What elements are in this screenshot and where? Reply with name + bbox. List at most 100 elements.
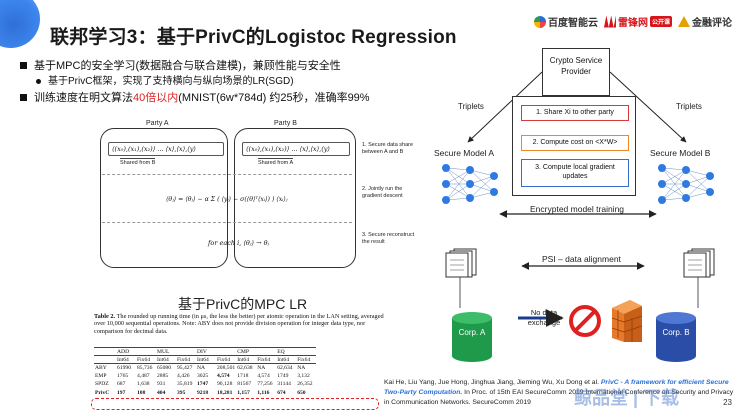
table-cell: 35,819: [177, 381, 193, 388]
citation-link[interactable]: PrivC - A framework for efficient Secure…: [384, 379, 729, 396]
citation-rest: In Proc. of 15th EAI SecureComm 2019 Int…: [384, 389, 734, 406]
table-cell: 404: [157, 389, 166, 396]
no-data-exchange-label: No data exchange: [527, 308, 561, 327]
table-cell: 3025: [197, 373, 209, 380]
table-header-cell: [94, 355, 116, 365]
bullet-1: 基于MPC的安全学习(数据融合与联合建模)，兼顾性能与安全性: [18, 58, 438, 74]
decorative-blob: [0, 0, 40, 48]
bullet-2: 训练速度在明文算法40倍以内(MNIST(6w*784d) 约25秒，准确率99…: [18, 90, 438, 106]
table-cell: 1,116: [257, 389, 270, 396]
table-cell: 1,157: [237, 389, 250, 396]
table-cell: 197: [117, 389, 126, 396]
secure-model-a-label: Secure Model A: [434, 148, 495, 158]
table-cell: 650: [297, 389, 306, 396]
bullet-2-highlight: 40倍以内: [133, 92, 179, 104]
table-cell: 9218: [197, 389, 209, 396]
table-cell: 62,634: [277, 365, 293, 372]
table-subheader: Fix64: [216, 355, 237, 365]
dashed-separator-1: [102, 174, 352, 175]
table-cell: 1765: [117, 373, 129, 380]
party-a-label: Party A: [146, 120, 169, 127]
table-row-name: ABY: [95, 365, 107, 372]
leifeng-logo-text: 雷锋网: [617, 18, 648, 29]
slide-title: 联邦学习3：基于PrivC的Logistoc Regression: [50, 27, 457, 48]
table-subheader: Fix64: [296, 355, 317, 365]
table-group-header-row: ADD MUL DIV CMP EQ: [94, 346, 317, 357]
architecture-connectors: [459, 71, 699, 327]
baidu-logo-text: 百度智能云: [547, 18, 598, 29]
share-equation-a: ⟨(x₀),(x₁),(x₂)⟩ ... ⟨x⟩,⟨x⟩,⟨y⟩: [112, 145, 196, 153]
table-cell: 674: [277, 389, 286, 396]
table-subheader: Int64: [196, 355, 216, 365]
neural-net-b-icon: [658, 164, 714, 204]
step-gradient-box: 3. Compute local gradient updates: [521, 159, 629, 187]
corp-b-label: Corp. B: [662, 328, 690, 337]
table-cell: 1747: [197, 381, 209, 388]
party-a-box: [100, 128, 228, 268]
bullet-list: 基于MPC的安全学习(数据融合与联合建模)，兼顾性能与安全性 基于PrivC框架…: [18, 58, 438, 106]
neural-net-a-icon: [442, 164, 498, 204]
step-cost-box: 2. Compute cost on <X*W>: [521, 135, 629, 151]
triplets-left-label: Triplets: [458, 102, 484, 111]
architecture-diagram: Crypto Service Provider 1. Share Xi to o…: [430, 42, 740, 372]
prohibited-icon: [569, 305, 601, 337]
step-2-text: 2. Jointly run the gradient descent: [362, 186, 403, 199]
citation: Kai He, Liu Yang, Jue Hong, Jinghua Jian…: [384, 378, 734, 408]
sub-bullet-1: 基于PrivC框架，实现了支持横向与纵向场景的LR(SGD): [18, 74, 438, 90]
table-group-header: MUL: [156, 346, 196, 357]
corp-a-database-icon: Corp. A: [452, 312, 492, 362]
jinrong-logo: 金融评论: [678, 14, 732, 29]
jinrong-logo-icon: [678, 16, 690, 27]
table-cell: 4,574: [217, 373, 230, 380]
dashed-separator-2: [102, 222, 352, 223]
arrow-csp-to-model-a: [467, 71, 543, 143]
triplets-right-label: Triplets: [676, 102, 702, 111]
table-cell: 65080: [157, 365, 171, 372]
page-number: 23: [723, 398, 732, 407]
arrow-csp-to-model-b: [609, 71, 687, 143]
table-cell: 2885: [157, 373, 169, 380]
table-cell: 90,128: [217, 381, 233, 388]
party-b-box: [234, 128, 356, 268]
step-share-box: 1. Share Xi to other party: [521, 105, 629, 121]
table-row: ABY 61990 85,736 65080 95,427 NA 208,501…: [94, 364, 316, 372]
table-group-header: DIV: [196, 346, 237, 357]
table-cell: 95,427: [177, 365, 193, 372]
table-cell: 77,256: [257, 381, 273, 388]
table-subheader: Fix64: [176, 355, 196, 365]
table-cell: 1718: [237, 373, 249, 380]
table-row: SPDZ 687 1,638 931 35,819 1747 90,128 81…: [94, 380, 316, 388]
share-equation-b: ⟨(x₀),(x₁),(x₂)⟩ ... ⟨x⟩,⟨x⟩,⟨y⟩: [246, 145, 330, 153]
mpc-lr-subtitle: 基于PrivC的MPC LR: [178, 296, 308, 312]
leifeng-logo: 雷锋网 公开课: [603, 14, 672, 29]
table-cell: 931: [157, 381, 166, 388]
watermark: 鲸品堂 | 下载: [574, 388, 680, 408]
table-row-name: SPDZ: [95, 381, 109, 388]
citation-authors: Kai He, Liu Yang, Jue Hong, Jinghua Jian…: [384, 379, 601, 386]
encrypted-training-label: Encrypted model training: [530, 204, 625, 214]
table-subheader: Int64: [156, 355, 176, 365]
table-row-name: EMP: [95, 373, 107, 380]
corp-b-database-icon: Corp. B: [656, 312, 696, 362]
cylinder-body: [452, 318, 492, 356]
table-cell: 208,501: [217, 365, 236, 372]
leifeng-logo-tag: 公开课: [649, 16, 672, 27]
table-subheader: Fix64: [256, 355, 277, 365]
party-b-label: Party B: [274, 120, 297, 127]
bullet-2-post: (MNIST(6w*784d) 约25秒，准确率99%: [178, 92, 370, 104]
table-row: EMP 1765 4,487 2885 4,426 3025 4,574 171…: [94, 372, 316, 380]
documents-a-icon: [445, 248, 477, 278]
baidu-logo-icon: [533, 15, 546, 28]
gradient-descent-equation: ⟨θⱼ⟩ = ⟨θⱼ⟩ − α Σ ( ⟨yᵢ⟩ − σ(⟨θ⟩ᵀ⟨xᵢ⟩) )…: [166, 196, 288, 203]
table-cell: NA: [197, 365, 206, 372]
table-cell: 4,426: [177, 373, 190, 380]
jinrong-logo-text: 金融评论: [692, 18, 732, 29]
party-protocol-diagram: Party A Party B ⟨(x₀),(x₁),(x₂)⟩ ... ⟨x⟩…: [96, 120, 414, 270]
psi-label: PSI – data alignment: [542, 254, 621, 264]
secure-model-b-label: Secure Model B: [650, 148, 711, 158]
table-cell: 4,574: [257, 373, 270, 380]
table-cell: 62,638: [237, 365, 253, 372]
privc-row-highlight: [91, 398, 379, 410]
table-cell: 1749: [277, 373, 289, 380]
